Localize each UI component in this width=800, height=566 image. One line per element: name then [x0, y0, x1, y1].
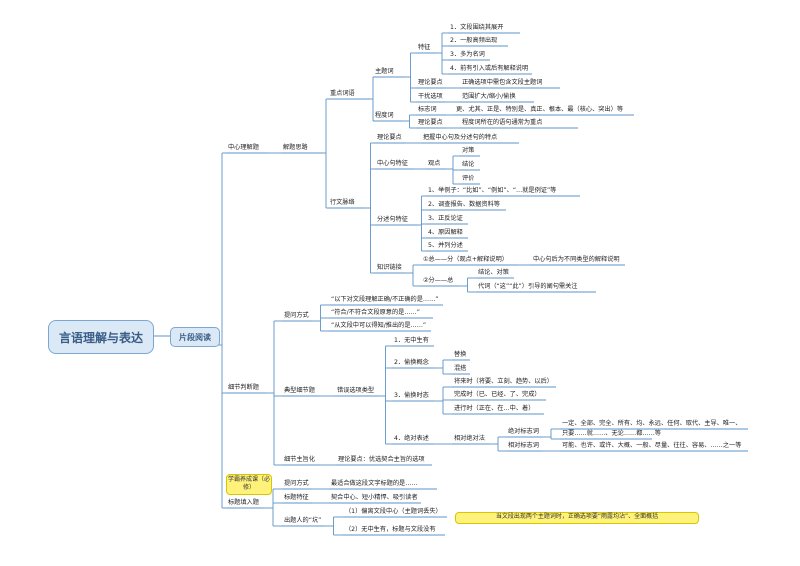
node-degree-word[interactable]: 程度词 — [375, 112, 394, 119]
node-f1[interactable]: 1．文段围绕其展开 — [450, 24, 504, 31]
node-main-idea[interactable]: 中心理解题 — [228, 144, 259, 151]
node-k2b[interactable]: 代词（“这”“此”）引导的阐句需关注 — [478, 283, 578, 290]
node-features[interactable]: 特征 — [418, 44, 431, 51]
node-w3c[interactable]: 进行时（正在、在…中、着） — [454, 405, 535, 412]
node-approach[interactable]: 解题思路 — [283, 144, 308, 151]
node-s1[interactable]: 1、举例子：“比如”、“例如”、“…就是例证”等 — [428, 187, 557, 194]
node-w2a[interactable]: 替换 — [454, 351, 467, 358]
node-context[interactable]: 行文脉络 — [330, 199, 355, 206]
node-viewpoint[interactable]: 观点 — [428, 160, 441, 167]
node-k2a[interactable]: 结论、对策 — [478, 269, 509, 276]
node-w2[interactable]: 2．偷换概念 — [394, 359, 429, 366]
node-q3[interactable]: “从文段中可以得知/推出的是……” — [331, 322, 427, 329]
node-k2[interactable]: ②分——总 — [423, 277, 454, 284]
node-vp2[interactable]: 结论 — [462, 161, 475, 168]
node-focus-words[interactable]: 重点词语 — [330, 90, 355, 97]
node-k1[interactable]: ①总——分（观点+解释说明） — [423, 256, 508, 263]
node-w4[interactable]: 4．绝对表述 — [394, 435, 429, 442]
node-knowledge[interactable]: 知识链接 — [377, 264, 402, 271]
node-s2[interactable]: 2、调查报告、数据资料等 — [428, 201, 500, 208]
node-w3[interactable]: 3．偷换时态 — [394, 392, 429, 399]
node-s5[interactable]: 5、并列分述 — [428, 242, 463, 249]
node-vp3[interactable]: 评价 — [462, 175, 475, 182]
root-topic[interactable]: 言语理解与表达 — [48, 320, 154, 354]
node-p2[interactable]: （2）无中生有，标题与文段没有 — [345, 526, 436, 533]
node-ask-way2[interactable]: 提问方式 — [284, 480, 309, 487]
node-title-feat[interactable]: 标题特征 — [284, 494, 309, 501]
topic-passage-reading[interactable]: 片段阅读 — [170, 327, 220, 347]
node-gist-theory[interactable]: 理论要点：优选契合主旨的选项 — [338, 456, 425, 463]
node-theory-key2-text[interactable]: 程度词所在的语句通常为重点 — [462, 119, 543, 126]
node-rel-text[interactable]: 可能、也许、或许、大概、一般、尽量、往往、容易、……之一等 — [562, 442, 742, 449]
node-detail[interactable]: 细节判断题 — [228, 384, 259, 391]
node-title-fill[interactable]: 标题填入题 — [228, 499, 259, 506]
node-vp1[interactable]: 对策 — [462, 147, 475, 154]
node-w1[interactable]: 1．无中生有 — [394, 337, 429, 344]
node-theory-key-text[interactable]: 正确选项中需包含文段主题词 — [462, 79, 543, 86]
node-theory-key3[interactable]: 理论要点 — [377, 134, 402, 141]
node-abs-mark[interactable]: 绝对标志词 — [508, 428, 539, 435]
node-topic-word[interactable]: 主题词 — [375, 68, 394, 75]
node-pitfall[interactable]: 出题人的“坑” — [284, 517, 322, 524]
node-f3[interactable]: 3．多为名词 — [450, 51, 485, 58]
node-marker-word[interactable]: 标志词 — [418, 106, 437, 113]
node-title-feat-text[interactable]: 契合中心、短小精悍、吸引读者 — [331, 494, 418, 501]
node-center-feat[interactable]: 中心句特征 — [377, 160, 408, 167]
node-w4a[interactable]: 相对绝对法 — [454, 435, 485, 442]
node-rel-mark[interactable]: 相对标志词 — [508, 442, 539, 449]
node-w3a[interactable]: 将来时（将要、立刻、趋势、以后） — [454, 378, 553, 385]
node-theory-key2[interactable]: 理论要点 — [418, 119, 443, 126]
node-k1-text[interactable]: 中心句后为不同类型的解释说明 — [533, 256, 620, 263]
node-typical[interactable]: 典型细节题 — [284, 387, 315, 394]
node-ask-way[interactable]: 提问方式 — [284, 312, 309, 319]
node-f2[interactable]: 2．一般高频出现 — [450, 37, 498, 44]
node-w3b[interactable]: 完成时（已、已经、了、完成） — [454, 391, 541, 398]
node-wrong-type[interactable]: 错误选项类型 — [337, 387, 375, 394]
node-p1[interactable]: （1）偏离文段中心（主题词丢失） — [345, 508, 442, 515]
node-q2[interactable]: “符合/不符合文段原意的是……” — [331, 309, 420, 316]
pitfall-note: 当文段出现两个主题词时，正确选项要“雨露均沾”、全面概括 — [455, 512, 699, 524]
node-distractor[interactable]: 干扰选项 — [418, 93, 443, 100]
node-ask-way2-text[interactable]: 最适合做这段文字标题的是…… — [331, 480, 418, 487]
node-theory-key3-text[interactable]: 把握中心句及分述句的特点 — [423, 134, 498, 141]
node-sub-feat[interactable]: 分述句特征 — [377, 216, 408, 223]
node-distractor-text[interactable]: 范围扩大/缩小/偷换 — [462, 93, 516, 100]
node-s3[interactable]: 3、正反论证 — [428, 215, 463, 222]
node-s4[interactable]: 4、原因解释 — [428, 229, 463, 236]
node-abs-text2[interactable]: 只要……就……、无论……都……等 — [562, 430, 661, 437]
course-tag: 学霸养成课（必修） — [226, 474, 272, 495]
node-q1[interactable]: “以下对文段理解正确/不正确的是……” — [331, 296, 439, 303]
node-theory-key[interactable]: 理论要点 — [418, 79, 443, 86]
node-abs-text1[interactable]: 一定、全部、完全、所有、均、永远、任何、取代、主导、唯一、 — [562, 420, 742, 427]
node-marker-text[interactable]: 更、尤其、正是、特别是、真正、根本、最（核心、突出）等 — [456, 106, 624, 113]
node-f4[interactable]: 4．前有引入或后有解释说明 — [450, 65, 529, 72]
node-gist[interactable]: 细节主旨化 — [284, 456, 315, 463]
node-w2b[interactable]: 混搭 — [454, 365, 467, 372]
